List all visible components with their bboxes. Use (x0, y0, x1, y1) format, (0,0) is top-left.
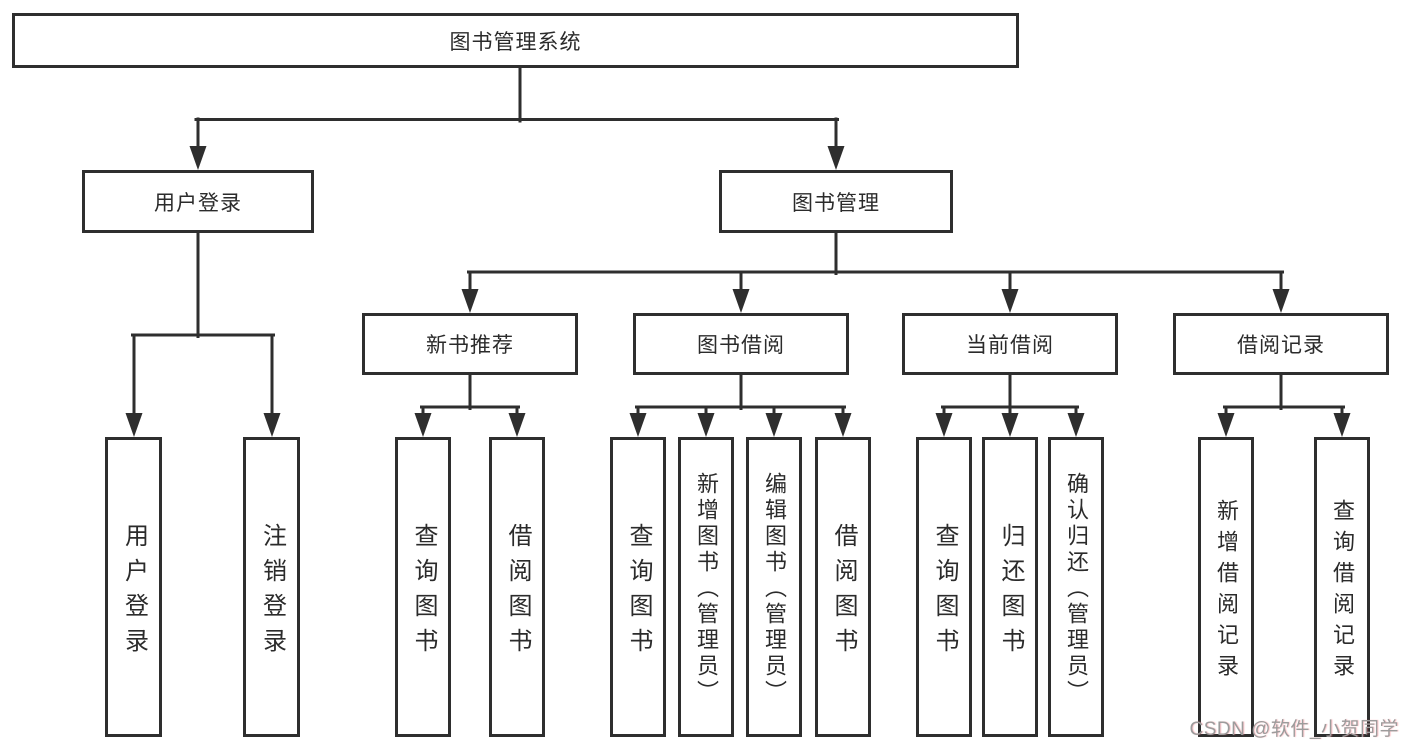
leaf-borrow-books-1-label: 借阅图书 (504, 522, 531, 663)
leaf-query-books-3-label: 查询图书 (931, 522, 958, 663)
leaf-edit-book-admin-label: 编辑图书（管理员） (762, 472, 787, 706)
node-library-system-label: 图书管理系统 (449, 30, 582, 54)
leaf-edit-book-admin: 编辑图书（管理员） (746, 437, 802, 737)
leaf-add-book-admin: 新增图书（管理员） (678, 437, 734, 737)
node-user-login-label: 用户登录 (154, 191, 242, 215)
csdn-watermark: CSDN @软件_小贺同学 (1189, 719, 1399, 740)
leaf-borrow-books-1: 借阅图书 (489, 437, 545, 737)
leaf-logout-label: 注销登录 (258, 522, 286, 663)
leaf-add-borrow-record-label: 新增借阅记录 (1214, 498, 1239, 685)
node-book-management-label: 图书管理 (792, 191, 880, 215)
leaf-query-borrow-record-label: 查询借阅记录 (1330, 498, 1355, 685)
node-current-borrowing: 当前借阅 (902, 313, 1118, 375)
leaf-logout: 注销登录 (243, 437, 300, 737)
node-borrow-records: 借阅记录 (1173, 313, 1389, 375)
leaf-add-book-admin-label: 新增图书（管理员） (694, 472, 719, 706)
leaf-user-login: 用户登录 (105, 437, 162, 737)
leaf-query-books-2-label: 查询图书 (625, 522, 652, 663)
leaf-return-book: 归还图书 (982, 437, 1038, 737)
leaf-query-books-1: 查询图书 (395, 437, 451, 737)
leaf-query-borrow-record: 查询借阅记录 (1314, 437, 1370, 737)
leaf-confirm-return-admin: 确认归还（管理员） (1048, 437, 1104, 737)
leaf-user-login-label: 用户登录 (120, 522, 148, 663)
node-user-login: 用户登录 (82, 170, 314, 233)
node-book-borrowing: 图书借阅 (633, 313, 849, 375)
node-library-system: 图书管理系统 (12, 13, 1019, 68)
node-current-borrowing-label: 当前借阅 (966, 334, 1054, 357)
leaf-confirm-return-admin-label: 确认归还（管理员） (1064, 472, 1089, 706)
leaf-query-books-3: 查询图书 (916, 437, 972, 737)
leaf-query-books-1-label: 查询图书 (410, 522, 437, 663)
node-book-management: 图书管理 (719, 170, 953, 233)
node-borrow-records-label: 借阅记录 (1237, 334, 1325, 357)
node-new-book-recommend-label: 新书推荐 (426, 334, 514, 357)
leaf-return-book-label: 归还图书 (997, 522, 1024, 663)
leaf-borrow-books-2-label: 借阅图书 (830, 522, 857, 663)
node-new-book-recommend: 新书推荐 (362, 313, 578, 375)
leaf-borrow-books-2: 借阅图书 (815, 437, 871, 737)
leaf-query-books-2: 查询图书 (610, 437, 666, 737)
leaf-add-borrow-record: 新增借阅记录 (1198, 437, 1254, 737)
node-book-borrowing-label: 图书借阅 (697, 334, 785, 357)
